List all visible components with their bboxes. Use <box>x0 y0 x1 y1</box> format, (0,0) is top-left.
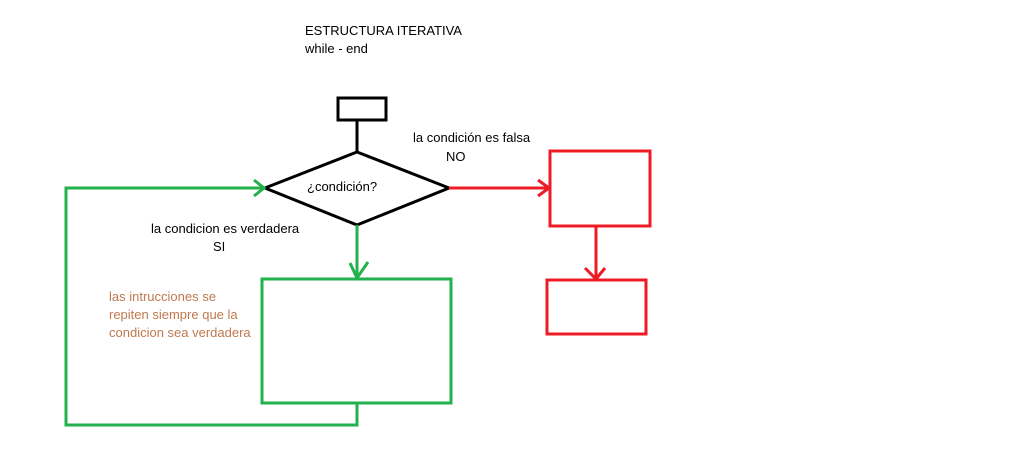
decision-label: ¿condición? <box>307 179 378 194</box>
note-line: repiten siempre que la <box>109 307 238 322</box>
true-branch-answer: SI <box>213 239 226 254</box>
loop-back-arrow <box>64 178 359 427</box>
note-line: condicion sea verdadera <box>109 325 251 340</box>
exit-connector-arrow <box>583 226 607 282</box>
diagram-subtitle: while - end <box>305 41 368 56</box>
exit-box-1 <box>548 149 652 228</box>
false-branch-answer: NO <box>446 149 466 164</box>
exit-box-2 <box>545 278 648 336</box>
note-line: las intrucciones se <box>109 289 216 304</box>
true-branch-arrow <box>348 225 370 282</box>
false-branch-label: la condición es falsa <box>413 130 531 145</box>
false-branch-arrow <box>449 178 552 198</box>
start-box <box>336 96 388 122</box>
loop-body-box <box>260 277 453 405</box>
diagram-title: ESTRUCTURA ITERATIVA <box>305 23 462 38</box>
true-branch-label: la condicion es verdadera <box>151 221 300 236</box>
